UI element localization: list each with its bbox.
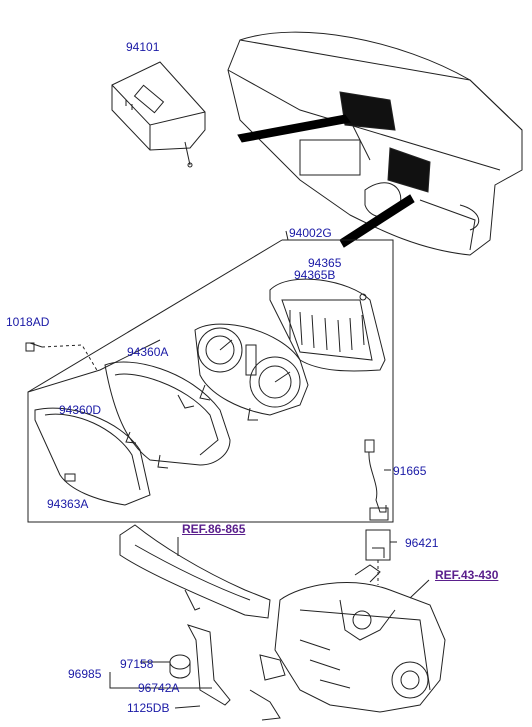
sensor-cap: [169, 654, 191, 679]
dashboard-panel: [227, 31, 523, 256]
part-label-96742a: 96742A: [138, 681, 180, 695]
cluster-lens: [34, 407, 151, 506]
speed-sensor: [364, 439, 389, 521]
connector: [365, 529, 391, 561]
reference-link-86-865[interactable]: REF.86-865: [182, 522, 246, 536]
part-label-94101: 94101: [126, 40, 160, 54]
reference-link-43-430[interactable]: REF.43-430: [435, 568, 499, 582]
bracket: [119, 524, 271, 706]
part-label-1125db: 1125DB: [127, 701, 170, 715]
part-label-94360a: 94360A: [127, 345, 169, 359]
arrow-to-dashboard-lower: [339, 194, 415, 248]
part-label-97158: 97158: [120, 657, 154, 671]
part-label-94360d: 94360D: [59, 403, 102, 417]
clock-module: [111, 61, 206, 168]
part-label-94365b: 94365B: [294, 268, 336, 282]
part-label-94002g: 94002G: [289, 226, 332, 240]
part-label-96421: 96421: [405, 536, 439, 550]
leader-1018AD: [41, 344, 99, 373]
part-label-1018ad: 1018AD: [6, 315, 50, 329]
part-label-94363a: 94363A: [47, 497, 89, 511]
part-label-96985: 96985: [68, 667, 102, 681]
cluster-case: [104, 361, 231, 469]
part-label-91665: 91665: [393, 464, 427, 478]
transmission: [249, 564, 446, 721]
cluster-frame: [27, 239, 394, 523]
part-label-94365: 94365: [308, 256, 342, 270]
gauge-face: [269, 278, 386, 372]
arrow-to-dashboard-upper: [237, 114, 351, 143]
instrument-cluster: [194, 323, 309, 421]
